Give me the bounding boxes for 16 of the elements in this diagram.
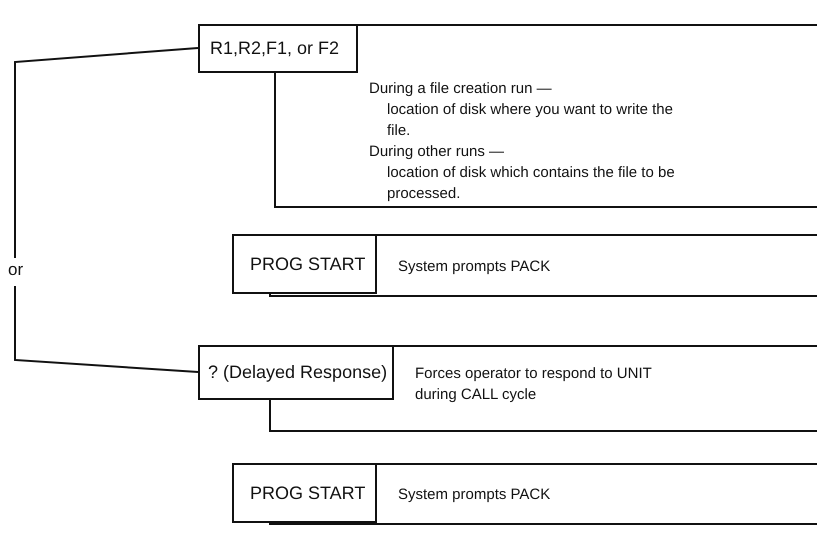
key-box: PROG START	[232, 463, 377, 523]
description-bracket	[376, 463, 817, 525]
description-bracket	[376, 234, 817, 297]
description-text: System prompts PACK	[398, 485, 550, 505]
key-box: PROG START	[232, 234, 377, 294]
description-bracket	[357, 24, 817, 208]
description-text: During other runs —	[369, 142, 506, 162]
or-label: or	[8, 260, 24, 280]
description-text: System prompts PACK	[398, 256, 550, 276]
key-box: ? (Delayed Response)	[198, 345, 394, 400]
description-text: During a file creation run —	[369, 79, 553, 99]
description-detail: location of disk where you want to write the file.	[386, 100, 674, 141]
description-detail: location of disk which contains the file to be processed.	[386, 163, 676, 204]
description-bracket	[393, 345, 817, 432]
description-text: Forces operator to respond to UNIT during CALL cycle	[415, 364, 652, 404]
key-box: R1,R2,F1, or F2	[198, 24, 358, 73]
